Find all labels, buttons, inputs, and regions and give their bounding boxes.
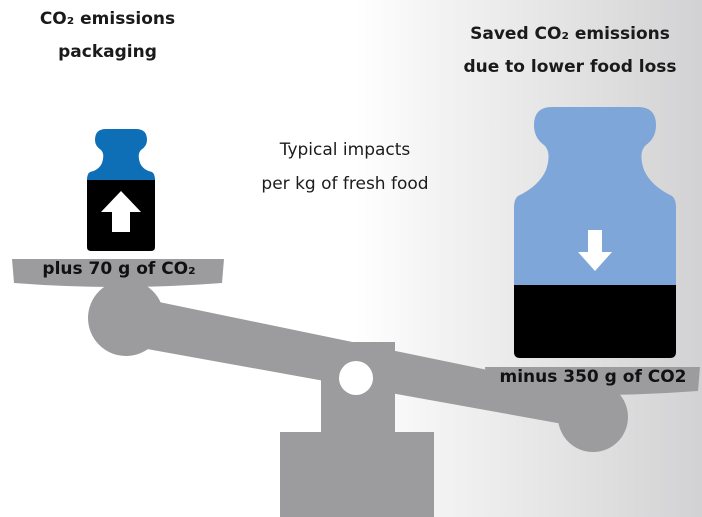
right-title-line2: due to lower food loss [463,57,677,77]
right-pivot-ball [558,382,628,452]
center-caption-line2: per kg of fresh food [261,174,429,194]
center-pivot [339,361,373,395]
center-caption-line1: Typical impacts [279,140,411,160]
left-title-line1: CO₂ emissions [39,9,176,29]
left-pivot-ball [88,280,164,356]
left-pan-label: plus 70 g of CO₂ [42,259,196,279]
right-weight [514,107,676,358]
right-pan [485,367,700,395]
left-title: CO₂ emissions packaging [20,3,195,69]
down-arrow-icon [578,230,612,271]
right-title: Saved CO₂ emissions due to lower food lo… [440,18,700,84]
up-arrow-icon [101,191,141,232]
left-title-line2: packaging [58,42,157,62]
center-caption: Typical impacts per kg of fresh food [230,133,460,201]
left-pan [12,259,224,287]
right-title-line1: Saved CO₂ emissions [470,24,670,44]
right-pan-label: minus 350 g of CO2 [499,367,687,387]
left-weight [87,129,155,251]
